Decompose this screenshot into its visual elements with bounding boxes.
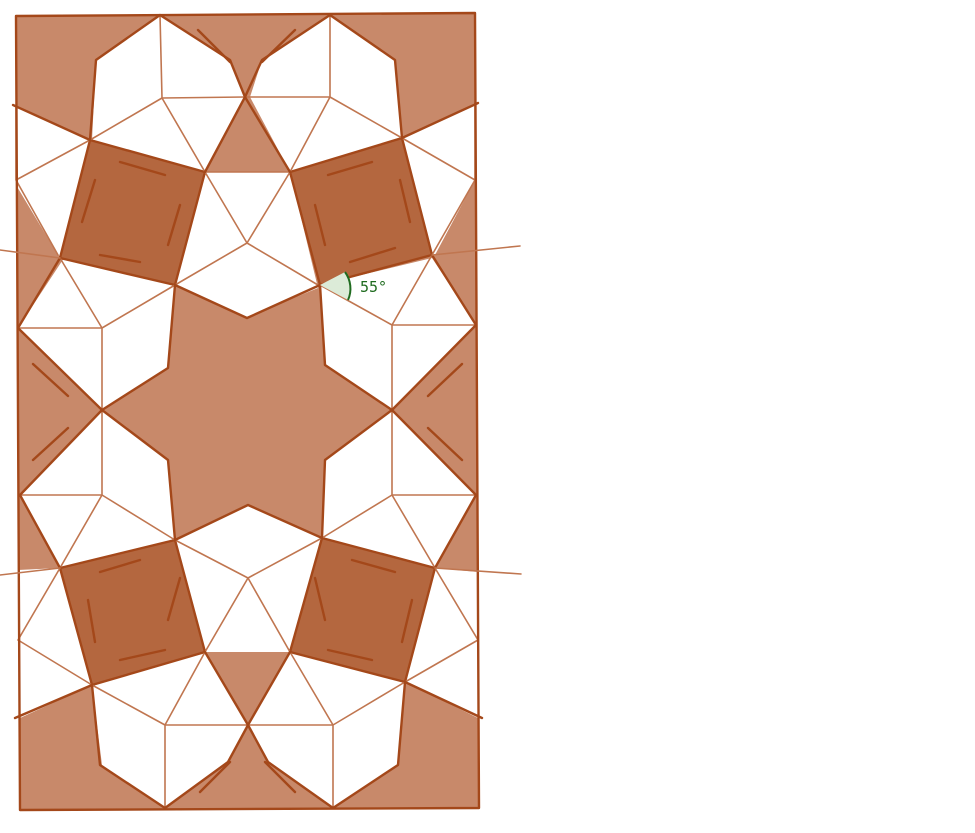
white-region-bottom-right-2: [248, 650, 405, 808]
construction-line: [174, 171, 319, 286]
construction-line: [247, 567, 479, 809]
construction-line: [319, 254, 477, 411]
angle-marker: 55°: [320, 271, 387, 301]
outline-path: [0, 245, 522, 576]
construction-line: [244, 14, 476, 256]
white-region-top-right: [250, 15, 475, 258]
white-region-left-middle: [20, 410, 175, 568]
construction-line: [321, 409, 477, 569]
construction-line: [17, 567, 249, 809]
construction-line: [17, 257, 176, 411]
white-region-top-left: [16, 15, 245, 258]
white-regions: [16, 15, 478, 808]
construction-line: [19, 409, 176, 569]
outline-path: [90, 650, 250, 810]
outline-path: [246, 650, 407, 810]
construction-lines: [15, 14, 479, 809]
construction-line: [15, 14, 246, 256]
outline-path: [16, 253, 478, 412]
outer-frame: [14, 11, 481, 812]
angle-arc-stroke: [344, 271, 352, 301]
dark-squares: [58, 136, 437, 687]
outline-path: [88, 13, 247, 174]
background-rectangle: [16, 13, 479, 810]
angle-arc: [320, 272, 351, 300]
outline-path: [243, 13, 404, 174]
angle-label: 55°: [360, 278, 387, 296]
white-region-bottom-left-2: [92, 650, 248, 808]
white-region-bottom-right: [405, 568, 478, 718]
white-region-bottom-left: [18, 568, 92, 718]
outline-path: [11, 101, 480, 142]
white-region-left-upper: [18, 258, 175, 410]
outline-path: [13, 680, 484, 720]
white-region-right-middle: [322, 410, 476, 568]
outline-path: [18, 408, 478, 570]
white-region-right-upper: [320, 258, 476, 410]
tick-marks: [31, 28, 464, 794]
white-region-center-top: [175, 172, 318, 318]
construction-line: [174, 537, 323, 653]
